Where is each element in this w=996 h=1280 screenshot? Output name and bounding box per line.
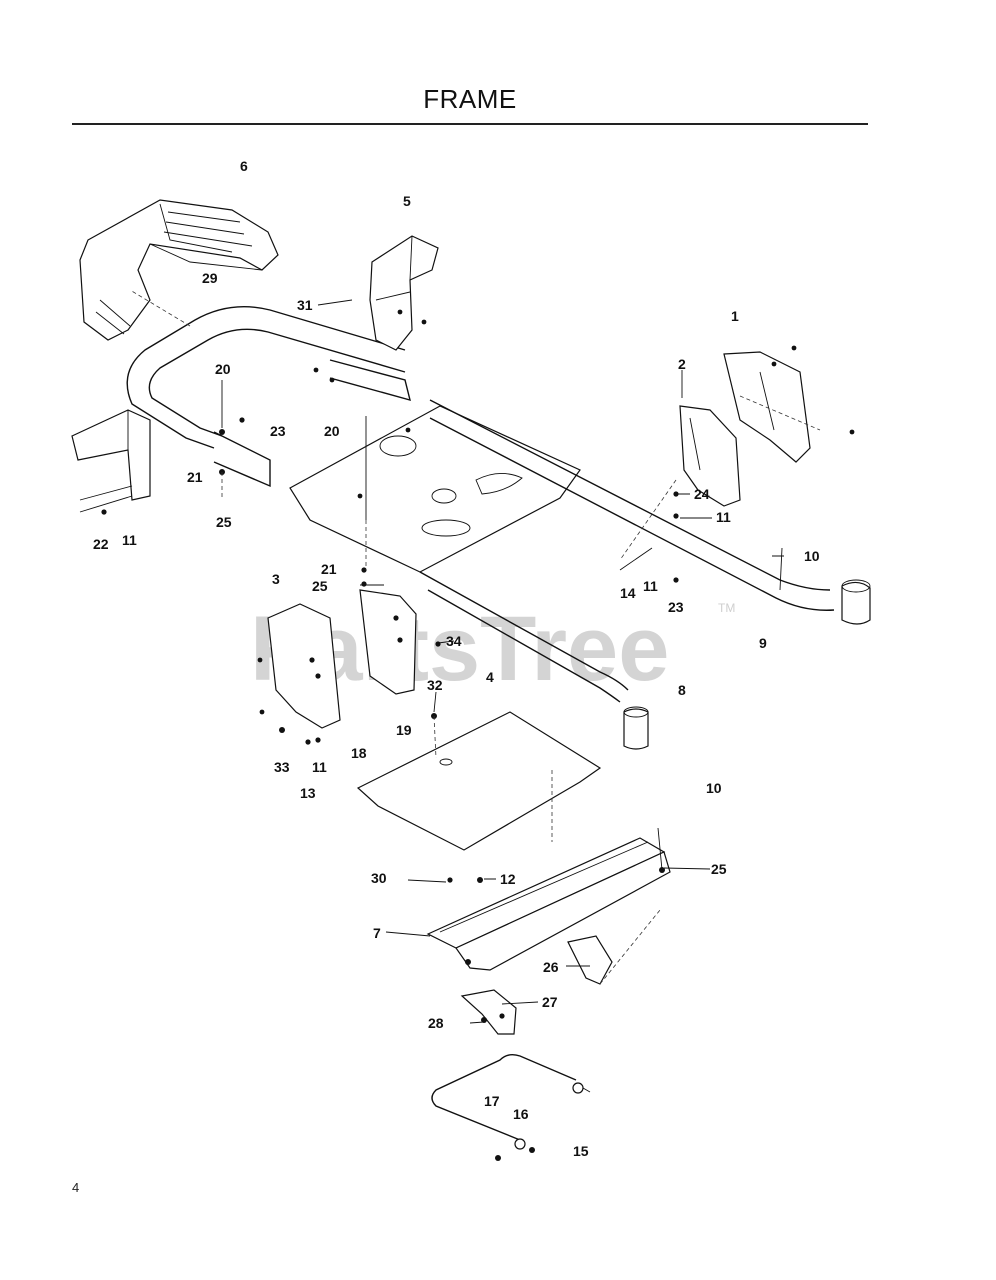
part-bent-rod [431, 1053, 591, 1161]
part-rear-shield [79, 199, 279, 341]
callout-2: 2 [678, 356, 686, 372]
callout-10: 10 [804, 548, 820, 564]
callout-1: 1 [731, 308, 739, 324]
page-title: FRAME [423, 84, 517, 114]
callout-13: 13 [300, 785, 316, 801]
callout-32: 32 [427, 677, 443, 693]
callout-12: 12 [500, 871, 516, 887]
part-tube-loop [126, 305, 411, 488]
callout-25: 25 [711, 861, 727, 877]
callout-labels: 6 5 29 31 1 2 20 23 20 21 25 22 11 24 11… [93, 158, 820, 1159]
watermark-trademark: TM [718, 601, 735, 615]
part-floor-pan [356, 711, 602, 851]
callout-15: 15 [573, 1143, 589, 1159]
callout-14: 14 [620, 585, 636, 601]
leader-lines [317, 299, 784, 1024]
callout-31: 31 [297, 297, 313, 313]
callout-17: 17 [484, 1093, 500, 1109]
part-front-channel [426, 837, 671, 985]
callout-5: 5 [403, 193, 411, 209]
callout-33: 33 [274, 759, 290, 775]
part-upper-bracket [369, 235, 439, 351]
callout-30: 30 [371, 870, 387, 886]
part-main-deck-plate [289, 405, 581, 573]
callout-34: 34 [446, 633, 462, 649]
alignment-lines [129, 289, 821, 985]
part-lever-bracket [460, 989, 517, 1035]
page-number: 4 [72, 1180, 80, 1195]
callout-9: 9 [759, 635, 767, 651]
callout-20: 20 [215, 361, 231, 377]
part-side-rail [429, 399, 871, 625]
callout-4: 4 [486, 669, 494, 685]
callout-26: 26 [543, 959, 559, 975]
part-lower-rail [419, 571, 649, 750]
part-adjust-plates [267, 589, 417, 729]
callout-11: 11 [312, 759, 327, 775]
part-left-plate [71, 409, 151, 501]
callout-19: 19 [396, 722, 412, 738]
callout-16: 16 [513, 1106, 529, 1122]
callout-21: 21 [187, 469, 203, 485]
callout-3: 3 [272, 571, 280, 587]
callout-21: 21 [321, 561, 337, 577]
callout-29: 29 [202, 270, 218, 286]
callout-11: 11 [643, 578, 658, 594]
callout-23: 23 [270, 423, 286, 439]
callout-11: 11 [716, 509, 731, 525]
callout-25: 25 [312, 578, 328, 594]
callout-6: 6 [240, 158, 248, 174]
callout-27: 27 [542, 994, 558, 1010]
callout-22: 22 [93, 536, 109, 552]
callout-7: 7 [373, 925, 381, 941]
callout-24: 24 [694, 486, 710, 502]
callout-8: 8 [678, 682, 686, 698]
hardware-group [79, 309, 855, 1023]
callout-23: 23 [668, 599, 684, 615]
callout-18: 18 [351, 745, 367, 761]
callout-11: 11 [122, 532, 137, 548]
callout-20: 20 [324, 423, 340, 439]
callout-10: 10 [706, 780, 722, 796]
callout-25: 25 [216, 514, 232, 530]
part-right-brackets [679, 351, 811, 507]
callout-28: 28 [428, 1015, 444, 1031]
title-rule [72, 123, 868, 125]
